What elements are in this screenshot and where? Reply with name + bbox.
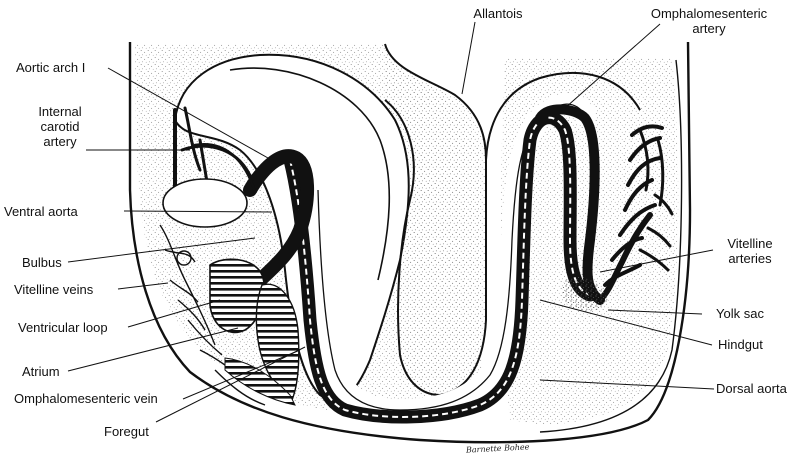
label-foregut: Foregut xyxy=(104,424,149,439)
label-allantois: Allantois xyxy=(473,6,523,21)
label-ventricular-loop: Ventricular loop xyxy=(18,320,108,335)
label-ventral-aorta: Ventral aorta xyxy=(4,204,78,219)
label-yolk-sac: Yolk sac xyxy=(716,306,764,321)
brain-cavity xyxy=(173,53,410,402)
label-omphalomesenteric-artery: Omphalomesenteric artery xyxy=(650,6,768,36)
label-hindgut: Hindgut xyxy=(718,337,763,352)
label-vitelline-veins: Vitelline veins xyxy=(14,282,94,297)
label-aortic-arch: Aortic arch I xyxy=(16,60,86,75)
vitelline-arteries-network xyxy=(597,124,674,303)
label-vitelline-arteries: Vitelline arteries xyxy=(727,236,773,266)
internal-carotid-artery xyxy=(173,106,257,194)
omphalomesenteric-vein xyxy=(224,357,296,406)
label-atrium: Atrium xyxy=(22,364,60,379)
label-internal-carotid-artery: Internal carotid artery xyxy=(38,104,82,149)
label-bulbus: Bulbus xyxy=(22,255,62,270)
leader-lines xyxy=(67,21,715,423)
label-omphalomesenteric-vein: Omphalomesenteric vein xyxy=(14,391,158,406)
yolk-sac-outline xyxy=(128,41,692,444)
label-dorsal-aorta: Dorsal aorta xyxy=(716,381,787,396)
